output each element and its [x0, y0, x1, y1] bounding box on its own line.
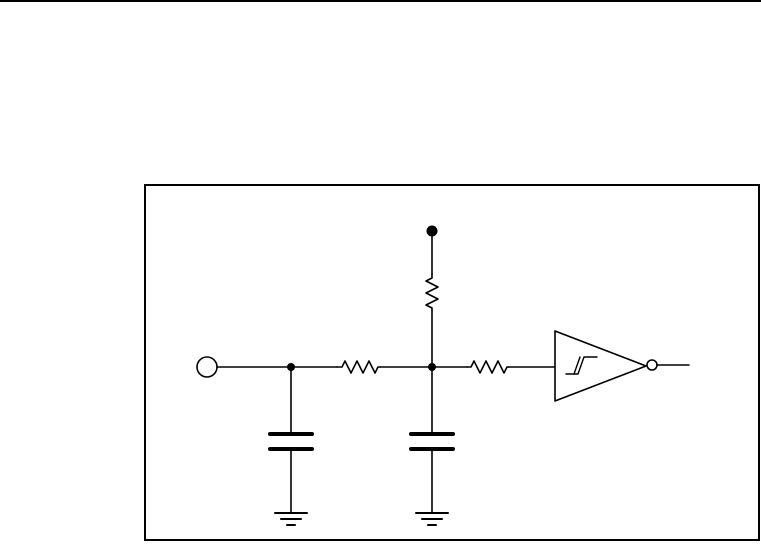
capacitor-1	[270, 434, 312, 449]
inversion-bubble	[647, 360, 657, 370]
input-terminal	[197, 357, 217, 377]
resistor-1	[337, 361, 380, 373]
resistor-2	[467, 361, 509, 373]
schmitt-trigger-inverter	[555, 331, 657, 401]
ground-symbol-2	[416, 513, 448, 525]
capacitor-2	[411, 434, 453, 449]
pull-up-resistor	[426, 274, 438, 310]
ground-symbol-1	[275, 513, 307, 525]
